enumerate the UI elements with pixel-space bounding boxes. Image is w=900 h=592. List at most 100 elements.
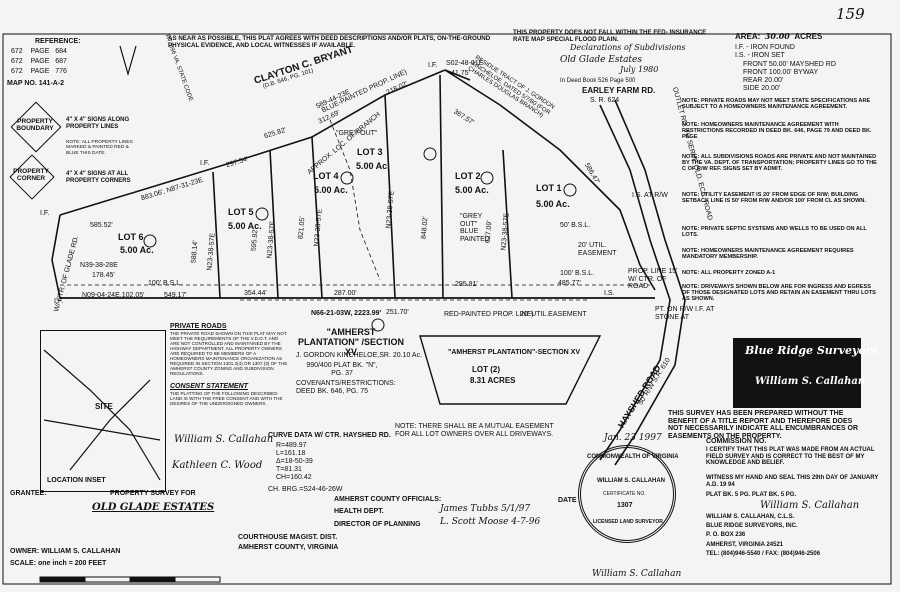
plantation-title: "AMHERST PLANTATION" /SECTION XV [298,327,404,357]
surveyor-phone: TEL: (804)946-5540 / FAX: (804)946-2506 [706,551,821,557]
estates-title: OLD GLADE ESTATES [92,502,215,513]
lot-6-label: LOT 6 [118,232,144,242]
residue-line [444,69,471,81]
lot-5-area: 5.00 Ac. [228,221,262,231]
certify-text: I CERTIFY THAT THIS PLAT WAS MADE FROM A… [706,447,875,467]
plantation-owner: J. GORDON KINCHELOE,SR. 20.10 Ac. [296,352,423,359]
planning-label: DIRECTOR OF PLANNING [334,521,421,528]
logo-firm: Blue Ridge Surveyors [745,344,878,357]
corner-note: 4" X 4" SIGNS AT ALL PROPERTY CORNERS [66,171,131,184]
reference-title: REFERENCE: [35,38,81,45]
curve-title: CURVE DATA W/ CTR. HAYSHED RD. [268,432,391,439]
inset-road-1 [43,349,161,481]
front-setback-2: FRONT 100.00' BYWAY [743,69,819,76]
health-dept-label: HEALTH DEPT. [334,508,384,515]
area-label: AREA: 30.00 ACRES [735,31,823,41]
iron-set-label: I.S. - IRON SET [735,52,785,59]
note: NOTE: DRIVEWAYS SHOWN BELOW ARE FOR INGR… [682,284,876,303]
lot-3-label: LOT 3 [357,147,383,157]
health-signature: James Tubbs 5/1/97 [440,504,531,514]
property-corner-label: PROPERTY CORNER [13,168,49,183]
curve-data: CURVE DATA W/ CTR. HAYSHED RD. R=489.97 … [268,432,391,493]
grantee-label: GRANTEE: [10,490,47,497]
hand-declaration: Declarations of Subdivisions [570,43,686,52]
dim-bottom: 287.00' [334,290,357,297]
lot-2-area: 5.00 Ac. [455,185,489,195]
seal-text: WILLIAM S. CALLAHAN [597,478,665,484]
dim-side: N09-04-24E,102.05' [82,292,145,299]
witness-text: WITNESS MY HAND AND SEAL THIS 29th DAY O… [706,475,879,488]
note: NOTE: HOMEOWNERS MAINTENANCE AGREEMENT W… [682,122,872,141]
surveyor-signature: William S. Callahan [760,500,860,511]
inset-road-2 [69,379,151,471]
iron-found-marker: I.F. [428,62,438,69]
note: NOTE: ALL SUBDIVISIONS ROADS ARE PRIVATE… [682,154,877,173]
dim-bottom: 485.77' [558,280,581,287]
location-inset-title: LOCATION INSET [47,477,106,484]
util-easement-label: 20' UTIL. EASEMENT [578,242,617,257]
iron-set-marker: I.S. [604,290,615,297]
section-xv-title: "AMHERST PLANTATION"-SECTION XV [448,349,580,356]
prop-line-label: PROP. LINE 15' W/ CTR. OF ROAD [628,268,678,291]
curve-value: R=489.97 [276,442,307,449]
grey-out-label: "GREY OUT" [336,130,378,137]
pt-row-label: PT. ON R/W I.F. AT STONE AT [655,306,715,321]
dim-bottom: 251.70' [386,309,409,316]
lot-line-1-2 [502,149,513,299]
lot-line-east [439,74,444,299]
grey-out-label: "GREY OUT" BLUE PAINTED [460,213,490,244]
reference-row: 672 PAGE 684 [11,48,67,55]
painted-note: NOTE: ALL PROPERTY LINES MARKED & PAINTE… [66,140,133,156]
curve-value: L=161.18 [276,450,306,457]
county-name: AMHERST COUNTY, VIRGINIA [238,544,339,551]
lot-line-3-4 [311,136,323,299]
dim-side: 585.52' [90,222,113,229]
lot-5-label: LOT 5 [228,207,254,217]
signs-note: 4" X 4" SIGNS ALONG PROPERTY LINES [66,117,130,130]
lot-line-5-6 [212,171,221,299]
map-number: MAP NO. 141-A-2 [7,80,65,87]
commission-label: COMMISSION NO. [706,438,767,445]
lot-2-label: LOT 2 [455,171,481,181]
lot-1-area: 5.00 Ac. [536,199,570,209]
note: NOTE: ALL PROPERTY ZONED A-1 [682,270,776,276]
reference-block: REFERENCE: 672 PAGE 684 672 PAGE 687 672… [5,36,125,93]
notary-signature: Kathleen C. Wood [172,460,263,471]
seal-text: CERTIFICATE NO. [603,491,646,497]
curve-value: CH=160.42 [276,474,312,481]
deed-book-ref: In Deed Book 526 Page 500 [560,78,636,84]
earley-farm-road [599,104,671,461]
notes-block: NOTE: PRIVATE ROADS MAY NOT MEET STATE S… [682,98,882,328]
lot-1-label: LOT 1 [536,183,562,193]
private-roads-title: PRIVATE ROADS [170,323,227,330]
page-number: 159 [836,5,865,23]
lot-6-area: 5.00 Ac. [120,245,154,255]
curve-value: Δ=18-50-39 [276,458,313,465]
planning-signature: L. Scott Moose 4-7-96 [440,517,541,527]
road-code: S. R. 624 [590,97,620,104]
dim-side: 178.45' [92,272,115,279]
north-arrow [119,45,137,77]
surveyor-logo: Blue Ridge Surveyors William S. Callahan [733,338,878,408]
surveyor-firm: BLUE RIDGE SURVEYORS, INC. [706,523,798,529]
chord-bearing: CH. BRG.=S24-46-26W [268,486,343,493]
seal-date: Jan. 23 1997 [604,433,662,443]
dim-bottom: 295.91' [455,281,478,288]
title-report-notice: THIS SURVEY HAS BEEN PREPARED WITHOUT TH… [668,410,859,441]
iron-found-label: I.F. - IRON FOUND [735,44,795,51]
bsl-label: 100' B.S.L. [148,280,183,287]
surveyor-box: P. O. BOX 236 [706,532,746,538]
dim-bottom: 354.44' [244,290,267,297]
lot-4-label: LOT 4 [313,171,339,181]
seal-text: 1307 [617,502,633,509]
reference-row: 672 PAGE 687 [11,58,67,65]
note: NOTE: UTILITY EASEMENT IS 20' FROM EDGE … [682,192,866,205]
scale-label: SCALE: one inch = 200 FEET [10,560,107,567]
header-left-note: AS NEAR AS POSSIBLE, THIS PLAT AGREES WI… [168,35,491,49]
bsl-label: 100' B.S.L. [560,270,595,277]
mutual-easement-note: NOTE: THERE SHALL BE A MUTUAL EASEMENT F… [395,423,554,438]
bottom-signature: William S. Callahan [592,569,682,579]
rear-setback: REAR 20.00' [743,77,784,84]
road-name: EARLEY FARM RD. [582,86,656,95]
